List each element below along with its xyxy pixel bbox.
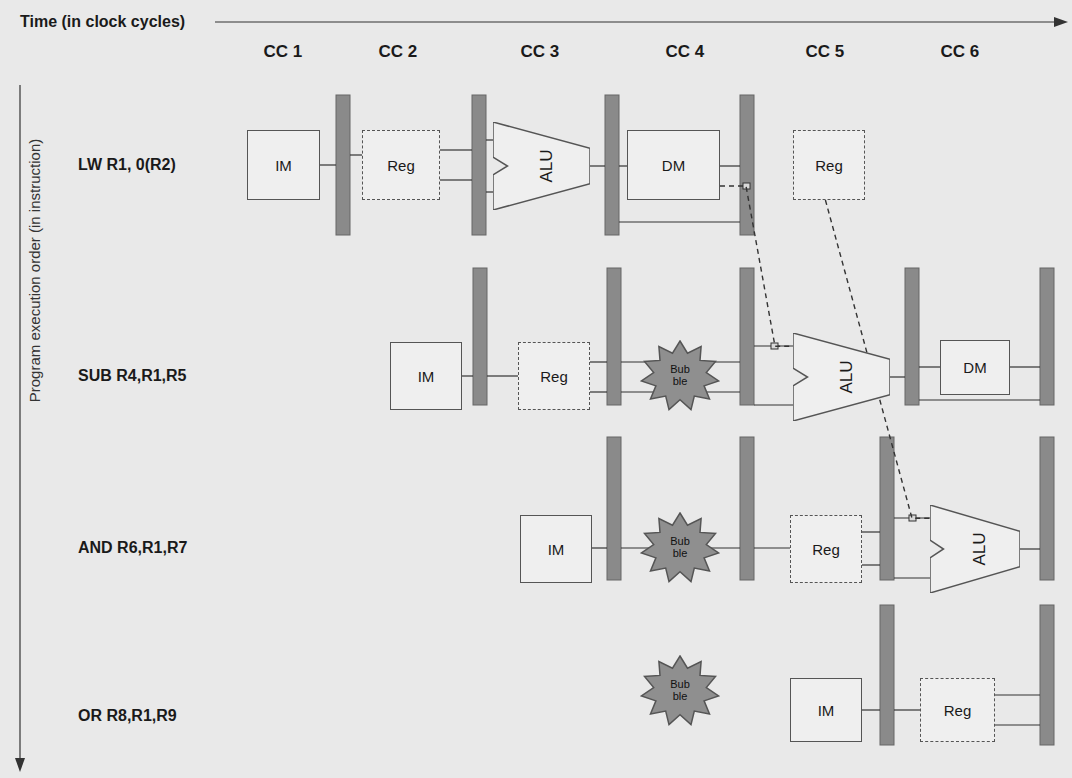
- instruction-label: LW R1, 0(R2): [78, 156, 176, 174]
- bubble-outline: [641, 513, 718, 582]
- alu-unit: ALU: [493, 122, 590, 210]
- stage-label: DM: [963, 359, 986, 376]
- forwarding-tap: [743, 183, 916, 521]
- register-file: Reg: [518, 342, 590, 410]
- axis-arrowhead: [1054, 17, 1068, 27]
- forwarding-path: [720, 186, 793, 346]
- register-file: Reg: [790, 515, 862, 583]
- instruction-memory: IM: [390, 342, 462, 410]
- stage-label: Bub ble: [668, 364, 692, 387]
- stage-label: IM: [548, 541, 565, 558]
- stage-label: Reg: [815, 157, 843, 174]
- stage-label: DM: [662, 157, 685, 174]
- pipeline-registers: [336, 95, 1054, 745]
- instruction-memory: IM: [247, 130, 320, 200]
- axes: [20, 22, 1058, 762]
- datapath-wire: [320, 140, 1040, 725]
- stage-label: ALU: [536, 149, 556, 182]
- stage-label: IM: [418, 368, 435, 385]
- register-file: Reg: [362, 130, 440, 200]
- stall-bubble: Bub ble: [640, 512, 720, 584]
- data-memory: DM: [627, 130, 720, 200]
- cycle-label: CC 2: [379, 42, 418, 62]
- stage-label: Reg: [387, 157, 415, 174]
- instruction-label: SUB R4,R1,R5: [78, 367, 186, 385]
- stage-label: Reg: [812, 541, 840, 558]
- alu-outline: [930, 505, 1020, 593]
- axis-arrowhead: [15, 758, 25, 772]
- stall-bubble: Bub ble: [640, 655, 720, 727]
- stage-label: IM: [275, 157, 292, 174]
- register-file: Reg: [920, 678, 995, 742]
- cycle-label: CC 3: [521, 42, 560, 62]
- alu-unit: ALU: [793, 333, 890, 421]
- stall-bubble: Bub ble: [640, 340, 720, 412]
- instruction-memory: IM: [790, 678, 862, 742]
- instruction-label: OR R8,R1,R9: [78, 707, 177, 725]
- bubble-outline: [641, 341, 718, 410]
- alu-outline: [493, 122, 590, 210]
- instruction-memory: IM: [520, 515, 592, 583]
- stage-label: Bub ble: [668, 536, 692, 559]
- stage-label: ALU: [970, 532, 990, 565]
- instruction-label: AND R6,R1,R7: [78, 539, 187, 557]
- cycle-label: CC 4: [666, 42, 705, 62]
- alu-unit: ALU: [930, 505, 1020, 593]
- register-file: Reg: [793, 130, 865, 200]
- cycle-label: CC 6: [941, 42, 980, 62]
- axis-title: Time (in clock cycles): [20, 13, 185, 31]
- cycle-label: CC 1: [264, 42, 303, 62]
- data-memory: DM: [940, 340, 1010, 395]
- bubble-outline: [641, 656, 718, 725]
- stage-label: Reg: [944, 702, 972, 719]
- alu-outline: [793, 333, 890, 421]
- axis-title: Program execution order (in instruction): [26, 138, 43, 401]
- stage-label: Reg: [540, 368, 568, 385]
- stage-label: ALU: [836, 360, 856, 393]
- cycle-label: CC 5: [806, 42, 845, 62]
- stage-label: Bub ble: [668, 679, 692, 702]
- stage-label: IM: [818, 702, 835, 719]
